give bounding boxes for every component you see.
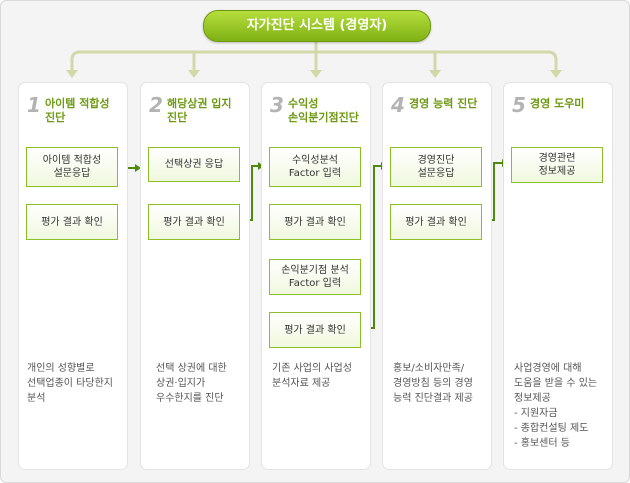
column-title: 아이템 적합성 진단 — [45, 97, 110, 124]
profit-factor-box[interactable]: 수익성분석 Factor 입력 — [269, 147, 361, 187]
column-profitability: 3 수익성 손익분기점진단 수익성분석 Factor 입력 평가 결과 확인 손… — [261, 82, 371, 470]
result-box[interactable]: 평가 결과 확인 — [269, 204, 361, 240]
breakeven-factor-box[interactable]: 손익분기점 분석 Factor 입력 — [269, 259, 361, 295]
column-description: 홍보/소비자만족/ 경영방침 등의 경영 능력 진단결과 제공 — [393, 363, 473, 404]
branch-arrow-2 — [188, 70, 200, 78]
step-number: 3 — [270, 93, 284, 117]
area-response-box[interactable]: 선택상권 응답 — [148, 147, 240, 182]
column-description: 개인의 성향별로 선택업종이 타당한지 분석 — [27, 363, 113, 404]
result-box[interactable]: 평가 결과 확인 — [390, 204, 482, 240]
branch-arrow-3 — [310, 70, 322, 78]
column-title: 경영 도우미 — [530, 97, 585, 110]
step-number: 4 — [391, 93, 405, 117]
column-management: 4 경영 능력 진단 경영진단 설문응답 평가 결과 확인 홍보/소비자만족/ … — [382, 82, 492, 470]
result-box[interactable]: 평가 결과 확인 — [26, 204, 118, 240]
step-number: 5 — [512, 93, 526, 117]
step-number: 2 — [149, 93, 163, 117]
column-title: 경영 능력 진단 — [409, 97, 478, 110]
system-title: 자가진단 시스템 (경영자) — [203, 10, 431, 42]
result-box[interactable]: 평가 결과 확인 — [269, 312, 361, 348]
column-helper: 5 경영 도우미 경영관련 정보제공 사업경영에 대해 도움을 받을 수 있는 … — [503, 82, 613, 470]
column-title: 수익성 손익분기점진단 — [288, 97, 359, 124]
branch-arrow-5 — [550, 70, 562, 78]
column-item-fit: 1 아이템 적합성 진단 아이템 적합성 설문응답 평가 결과 확인 개인의 성… — [18, 82, 128, 470]
survey-box[interactable]: 경영진단 설문응답 — [390, 147, 482, 187]
column-description: 선택 상권에 대한 상권·입지가 우수한지를 진단 — [156, 363, 227, 404]
branch-arrow-1 — [66, 70, 78, 78]
column-title: 해당상권 입지 진단 — [167, 97, 232, 124]
info-box[interactable]: 경영관련 정보제공 — [511, 147, 603, 183]
step-number: 1 — [27, 93, 41, 117]
column-description: 사업경영에 대해 도움을 받을 수 있는 정보제공 - 지원자금 - 종합컨설팅… — [514, 363, 598, 449]
branch-line — [70, 50, 558, 70]
column-description: 기존 사업의 사업성 분석자료 제공 — [272, 363, 352, 389]
survey-box[interactable]: 아이템 적합성 설문응답 — [26, 147, 118, 187]
result-box[interactable]: 평가 결과 확인 — [148, 204, 240, 240]
branch-arrow-4 — [429, 70, 441, 78]
column-location: 2 해당상권 입지 진단 선택상권 응답 평가 결과 확인 선택 상권에 대한 … — [140, 82, 250, 470]
